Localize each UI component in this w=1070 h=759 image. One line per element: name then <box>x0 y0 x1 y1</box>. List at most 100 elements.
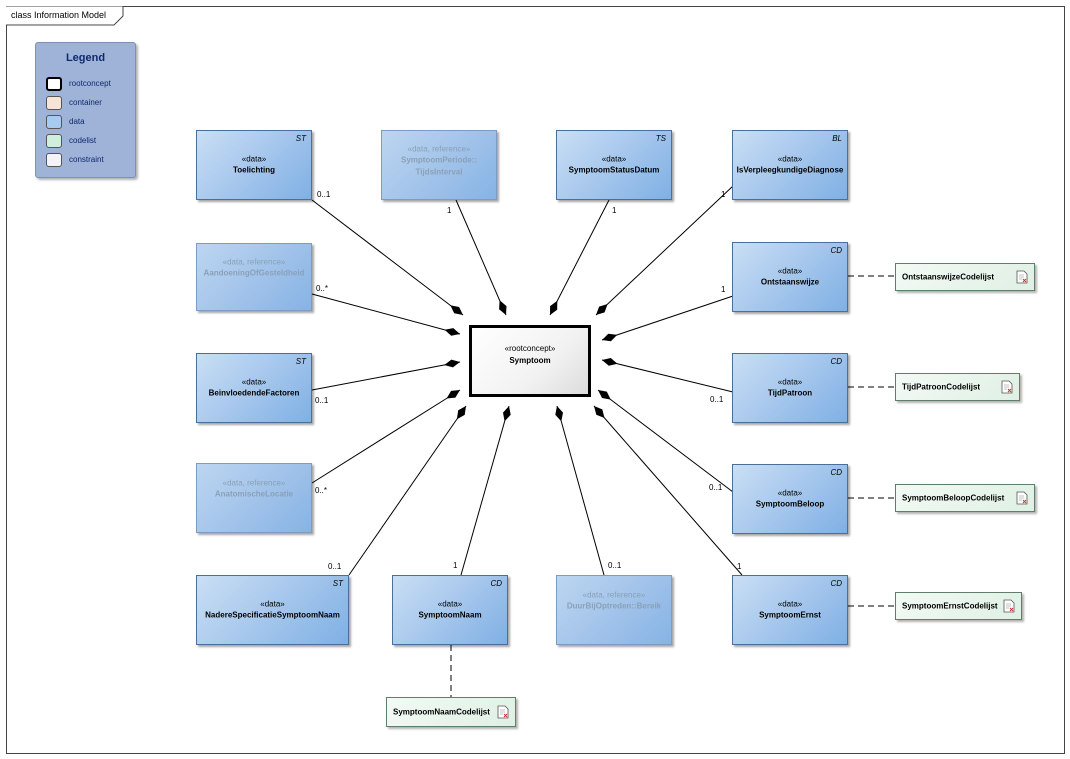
codelist-name: SymptoomErnstCodelijst <box>902 601 998 611</box>
document-icon <box>497 705 509 719</box>
class-name: DuurBijOptreden::Bereik <box>566 601 662 611</box>
edge-toelichting <box>311 199 464 316</box>
aggregation-diamond <box>450 305 463 315</box>
codelist-name: SymptoomBeloopCodelijst <box>902 493 1005 503</box>
edge-nadere <box>348 405 467 576</box>
stereotype-label: «data» <box>777 599 803 609</box>
aggregation-diamond <box>446 390 460 399</box>
class-name: NadereSpecificatieSymptoomNaam <box>205 610 340 620</box>
class-name: Ontstaanswijze <box>760 277 820 287</box>
document-icon <box>1001 380 1013 394</box>
class-anatomischelocatie[interactable]: «data, reference» AnatomischeLocatie <box>196 463 312 533</box>
class-isverpleegkundigediagnose[interactable]: BL «data» IsVerpleegkundigeDiagnose <box>732 130 848 200</box>
class-duurbijoptreden[interactable]: «data, reference» DuurBijOptreden::Berei… <box>556 575 672 645</box>
multiplicity-symptoombeloop: 0..1 <box>709 483 723 492</box>
legend-label: data <box>69 117 85 126</box>
stereotype-label: «data» <box>260 599 285 609</box>
aggregation-diamond <box>499 300 507 315</box>
aggregation-diamond <box>550 300 558 315</box>
legend-label: container <box>69 98 102 107</box>
aggregation-diamond <box>602 358 618 366</box>
class-ontstaanswijze[interactable]: CD «data» Ontstaanswijze <box>732 242 848 312</box>
stereotype-label: «data, reference» <box>222 257 286 267</box>
class-symptoomernst[interactable]: CD «data» SymptoomErnst <box>732 575 848 645</box>
stereotype-label: «data» <box>241 377 267 387</box>
datatype-tag: CD <box>830 246 842 255</box>
stereotype-label: «data» <box>777 266 803 276</box>
multiplicity-toelichting: 0..1 <box>317 190 331 199</box>
aggregation-diamond <box>596 304 608 315</box>
multiplicity-isverpleegkundigediagnose: 1 <box>721 190 726 199</box>
aggregation-diamond <box>503 406 511 422</box>
class-symptoomperiode[interactable]: «data, reference» SymptoomPeriode:: Tijd… <box>381 130 497 200</box>
class-aandoeningofgesteldheid[interactable]: «data, reference» AandoeningOfGesteldhei… <box>196 243 312 311</box>
codelist-name: SymptoomNaamCodelijst <box>393 707 490 717</box>
class-name: SymptoomBeloop <box>755 499 825 509</box>
class-name: Symptoom <box>509 356 551 365</box>
aggregation-diamond <box>444 328 460 336</box>
codelist-ontstaanswijze[interactable]: OntstaanswijzeCodelijst <box>895 263 1035 291</box>
document-icon <box>1003 599 1015 613</box>
aggregation-diamond <box>444 359 460 368</box>
diagram-title: class Information Model <box>11 10 107 20</box>
edge-symptoomstatusdatum <box>549 199 610 316</box>
legend-label: constraint <box>69 155 104 164</box>
stereotype-label: «data, reference» <box>222 478 286 488</box>
class-name: IsVerpleegkundigeDiagnose <box>736 165 844 175</box>
aggregation-diamond <box>602 333 618 342</box>
multiplicity-tijdpatroon: 0..1 <box>710 395 724 404</box>
legend-label: rootconcept <box>69 79 111 88</box>
legend-label: codelist <box>69 136 97 145</box>
datatype-tag: CD <box>830 357 842 366</box>
edge-symptoomperiode <box>455 199 507 316</box>
datatype-tag: CD <box>830 468 842 477</box>
legend-swatch <box>46 115 62 129</box>
class-name: SymptoomPeriode:: <box>400 155 477 165</box>
edge-tijdpatroon <box>601 359 734 393</box>
class-tijdpatroon[interactable]: CD «data» TijdPatroon <box>732 353 848 423</box>
codelist-symptoomernst[interactable]: SymptoomErnstCodelijst <box>895 592 1022 620</box>
legend-swatch <box>46 153 62 167</box>
legend-swatch <box>46 96 62 110</box>
class-symptoom-root[interactable]: «rootconcept» Symptoom <box>469 325 591 397</box>
diagram-frame <box>6 6 1065 754</box>
codelist-symptoomnaam[interactable]: SymptoomNaamCodelijst <box>386 697 516 727</box>
stereotype-label: «data» <box>777 377 803 387</box>
document-icon <box>1016 270 1028 284</box>
aggregation-diamond <box>456 406 466 420</box>
class-name: TijdPatroon <box>767 388 813 398</box>
stereotype-label: «data» <box>777 488 803 498</box>
multiplicity-ontstaanswijze: 1 <box>721 285 726 294</box>
class-name: SymptoomNaam <box>418 610 482 620</box>
multiplicity-nadere: 0..1 <box>328 562 342 571</box>
class-symptoomnaam[interactable]: CD «data» SymptoomNaam <box>392 575 508 645</box>
stereotype-label: «data» <box>777 154 803 164</box>
class-symptoomstatusdatum[interactable]: TS «data» SymptoomStatusDatum <box>556 130 672 200</box>
class-beinvloedendefactoren[interactable]: ST «data» BeinvloedendeFactoren <box>196 353 312 423</box>
codelist-name: OntstaanswijzeCodelijst <box>902 272 995 282</box>
codelist-symptoombeloop[interactable]: SymptoomBeloopCodelijst <box>895 484 1035 512</box>
edge-anatomische <box>311 389 461 484</box>
class-name: BeinvloedendeFactoren <box>208 388 300 398</box>
class-naderespecificatiesymptoomnaam[interactable]: ST «data» NadereSpecificatieSymptoomNaam <box>196 575 349 645</box>
class-toelichting[interactable]: ST «data» Toelichting <box>196 130 312 200</box>
class-name: AnatomischeLocatie <box>214 489 294 499</box>
class-name-line2: TijdsInterval <box>415 167 463 177</box>
multiplicity-symptoomnaam: 1 <box>453 561 458 570</box>
codelist-tijdpatroon[interactable]: TijdPatroonCodelijst <box>895 373 1020 401</box>
stereotype-label: «data» <box>601 154 627 164</box>
multiplicity-aandoening: 0..* <box>316 284 329 293</box>
edge-aandoening <box>311 293 461 335</box>
codelist-name: TijdPatroonCodelijst <box>902 382 981 392</box>
datatype-tag: ST <box>332 579 343 588</box>
edge-duur <box>556 405 605 576</box>
stereotype-label: «rootconcept» <box>504 344 556 353</box>
edge-isverpleegkundigediagnose <box>595 185 734 316</box>
document-icon <box>1016 491 1028 505</box>
multiplicity-duur: 0..1 <box>608 561 622 570</box>
edge-symptoomnaam <box>460 405 510 576</box>
class-symptoombeloop[interactable]: CD «data» SymptoomBeloop <box>732 464 848 534</box>
legend-title: Legend <box>65 52 106 64</box>
multiplicity-symptoomstatusdatum: 1 <box>612 206 617 215</box>
